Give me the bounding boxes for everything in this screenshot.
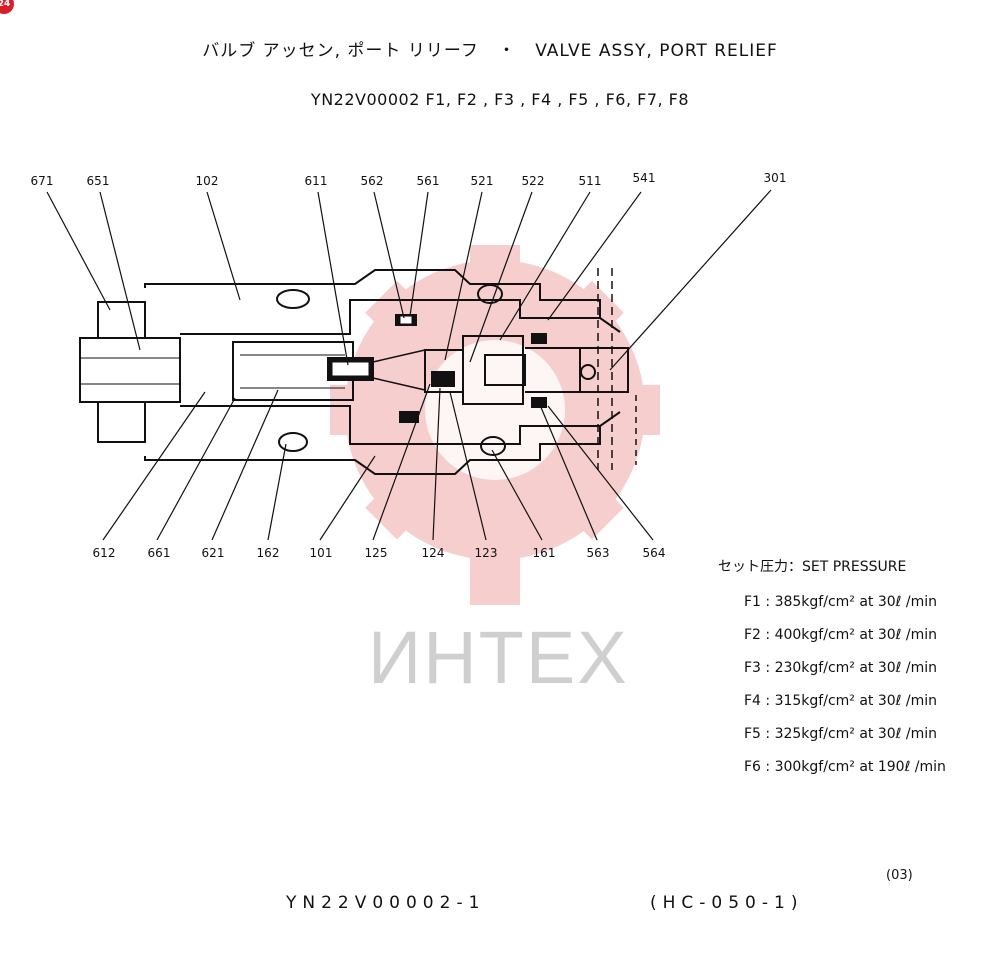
end-cap [79, 337, 181, 403]
pressure-row-f5: F5 : 325kgf/cm² at 30ℓ /min [744, 726, 938, 742]
part-label: 102 [195, 174, 219, 188]
part-label: 511 [578, 174, 602, 188]
model-subtitle: YN22V00002 F1, F2 , F3 , F4 , F5 , F6, F… [310, 90, 690, 109]
part-label: 123 [474, 546, 498, 560]
part-label: 562 [360, 174, 384, 188]
title-separator: ・ [498, 41, 517, 61]
pressure-row-f3: F3 : 230kgf/cm² at 30ℓ /min [744, 660, 938, 676]
part-label: 101 [309, 546, 333, 560]
page-title: バルブ アッセン, ポート リリーフ ・ VALVE ASSY, PORT RE… [0, 36, 980, 61]
part-label: 522 [521, 174, 545, 188]
sheet-number: (03) [886, 868, 913, 883]
part-label: 162 [256, 546, 280, 560]
part-label: 541 [632, 171, 656, 185]
title-english: VALVE ASSY, PORT RELIEF [535, 41, 778, 61]
part-label: 651 [86, 174, 110, 188]
title-japanese: バルブ アッセン, ポート リリーフ [202, 41, 479, 61]
part-label: 521 [470, 174, 494, 188]
reference-code: (HC-050-1) [650, 893, 804, 913]
part-label: 124 [421, 546, 445, 560]
pressure-row-f2: F2 : 400kgf/cm² at 30ℓ /min [744, 627, 938, 643]
part-label: 563 [586, 546, 610, 560]
part-label: 671 [30, 174, 54, 188]
part-label: 564 [642, 546, 666, 560]
part-label: 621 [201, 546, 225, 560]
part-label: 611 [304, 174, 328, 188]
part-label: 125 [364, 546, 388, 560]
set-pressure-table: セット圧力：SET PRESSURE F1 : 385kgf/cm² at 30… [718, 556, 946, 784]
part-label: 661 [147, 546, 171, 560]
part-label: 612 [92, 546, 116, 560]
part-label: 301 [763, 171, 787, 185]
pressure-row-f6: F6 : 300kgf/cm² at 190ℓ /min [744, 759, 946, 775]
corner-badge: 24 [0, 0, 14, 14]
pressure-row-f4: F4 : 315kgf/cm² at 30ℓ /min [744, 693, 938, 709]
pressure-row-f1: F1 : 385kgf/cm² at 30ℓ /min [744, 594, 938, 610]
drawing-number: YN22V00002-1 [286, 893, 486, 913]
part-label: 561 [416, 174, 440, 188]
set-pressure-heading: セット圧力：SET PRESSURE [718, 559, 907, 575]
part-label: 161 [532, 546, 556, 560]
